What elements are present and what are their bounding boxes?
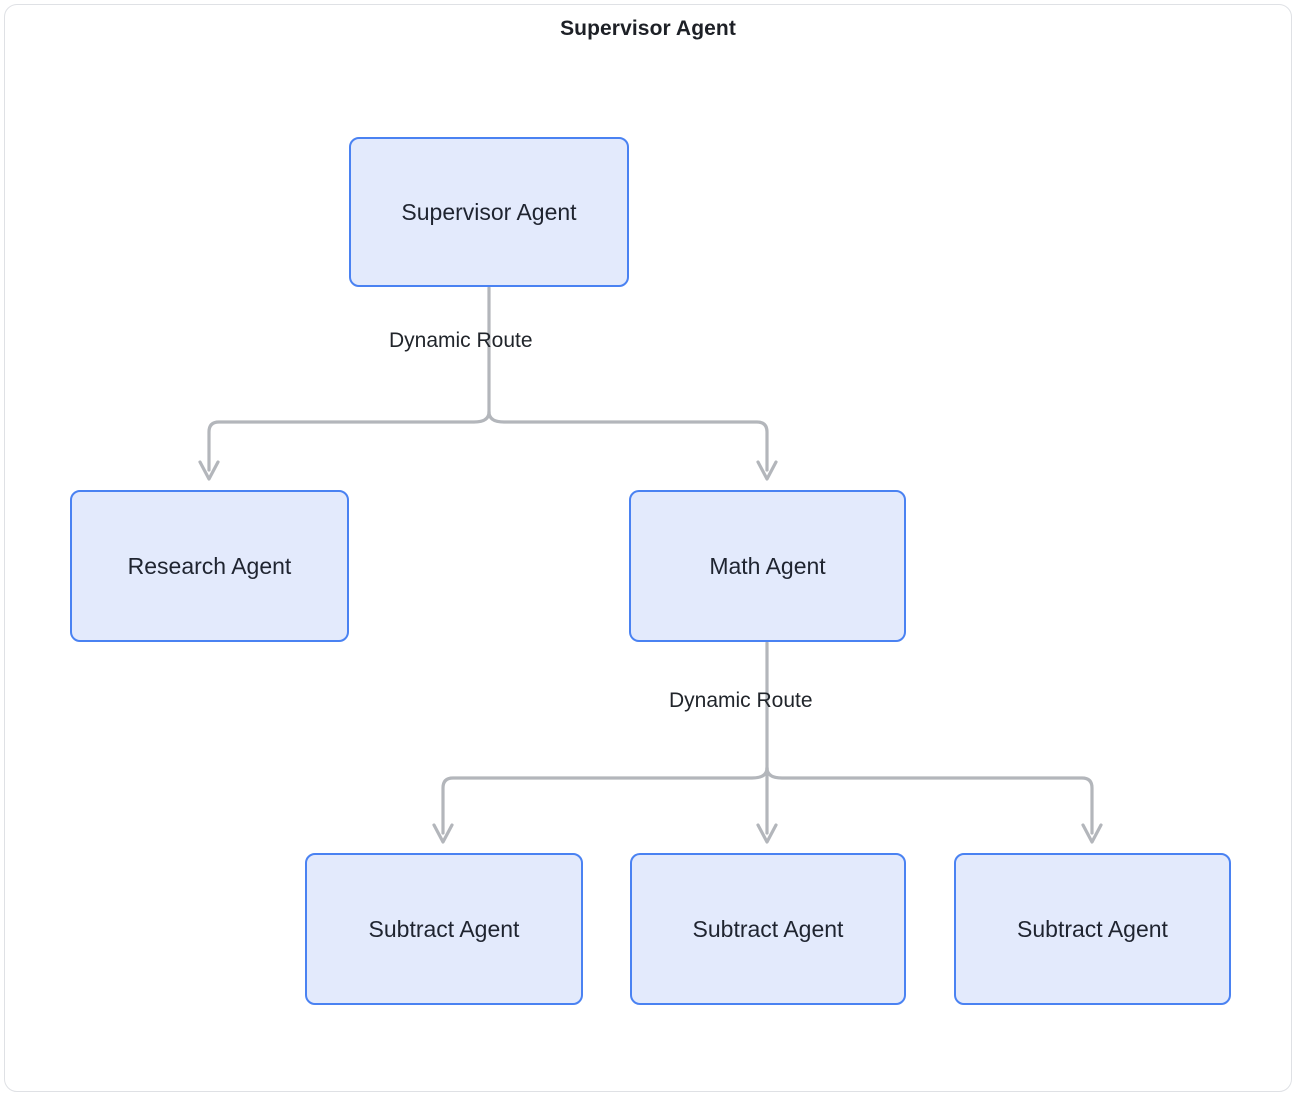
edge-label-supervisor-route: Dynamic Route [389,329,533,352]
node-math-agent[interactable]: Math Agent [629,490,906,642]
node-subtract-agent-3[interactable]: Subtract Agent [954,853,1231,1005]
node-subtract-agent-1[interactable]: Subtract Agent [305,853,583,1005]
edge-label-math-route: Dynamic Route [669,689,813,712]
node-supervisor-agent[interactable]: Supervisor Agent [349,137,629,287]
page-title: Supervisor Agent [560,17,736,40]
node-research-agent[interactable]: Research Agent [70,490,349,642]
node-subtract-agent-2[interactable]: Subtract Agent [630,853,906,1005]
